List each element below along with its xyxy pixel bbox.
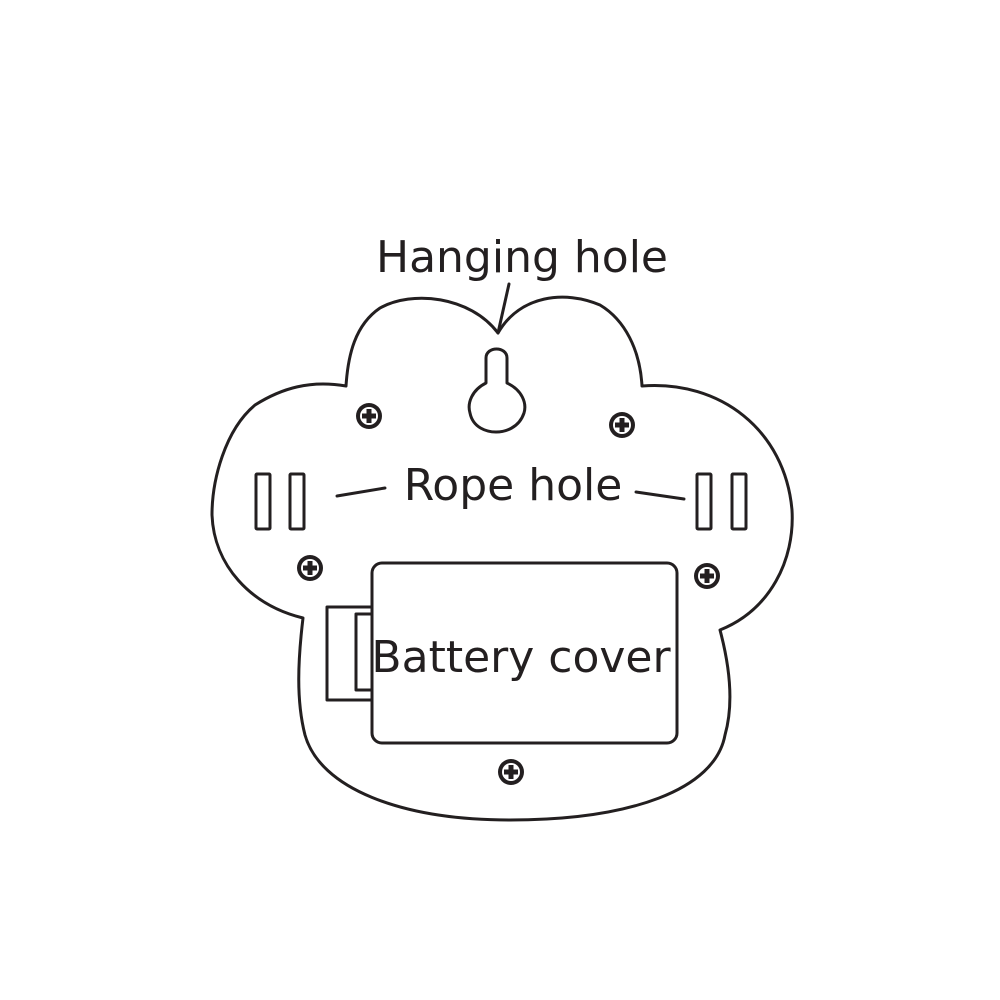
battery-cover-tab — [325, 605, 374, 702]
hanging-hole-label: Hanging hole — [376, 232, 668, 283]
screw-icon-middle-left — [297, 555, 323, 581]
battery-cover-tab-inner — [354, 612, 374, 692]
device-back-outline — [210, 295, 794, 822]
rope-hole-right-outer — [730, 472, 748, 531]
rope-hole-leader-left — [335, 486, 387, 498]
battery-cover — [370, 561, 679, 745]
battery-cover-label: Battery cover — [371, 632, 671, 683]
screw-icon-bottom — [498, 759, 524, 785]
rope-hole-label: Rope hole — [404, 460, 623, 511]
rope-hole-right-inner — [695, 472, 713, 531]
screw-icon-middle-right — [694, 563, 720, 589]
screw-icon-top-right — [609, 412, 635, 438]
hanging-hole-keyhole — [467, 347, 527, 434]
hanging-hole-leader — [496, 282, 511, 335]
rope-hole-left-inner — [288, 472, 306, 531]
rope-hole-leader-right — [634, 490, 686, 501]
rope-hole-left-outer — [254, 472, 272, 531]
screw-icon-top-left — [356, 403, 382, 429]
